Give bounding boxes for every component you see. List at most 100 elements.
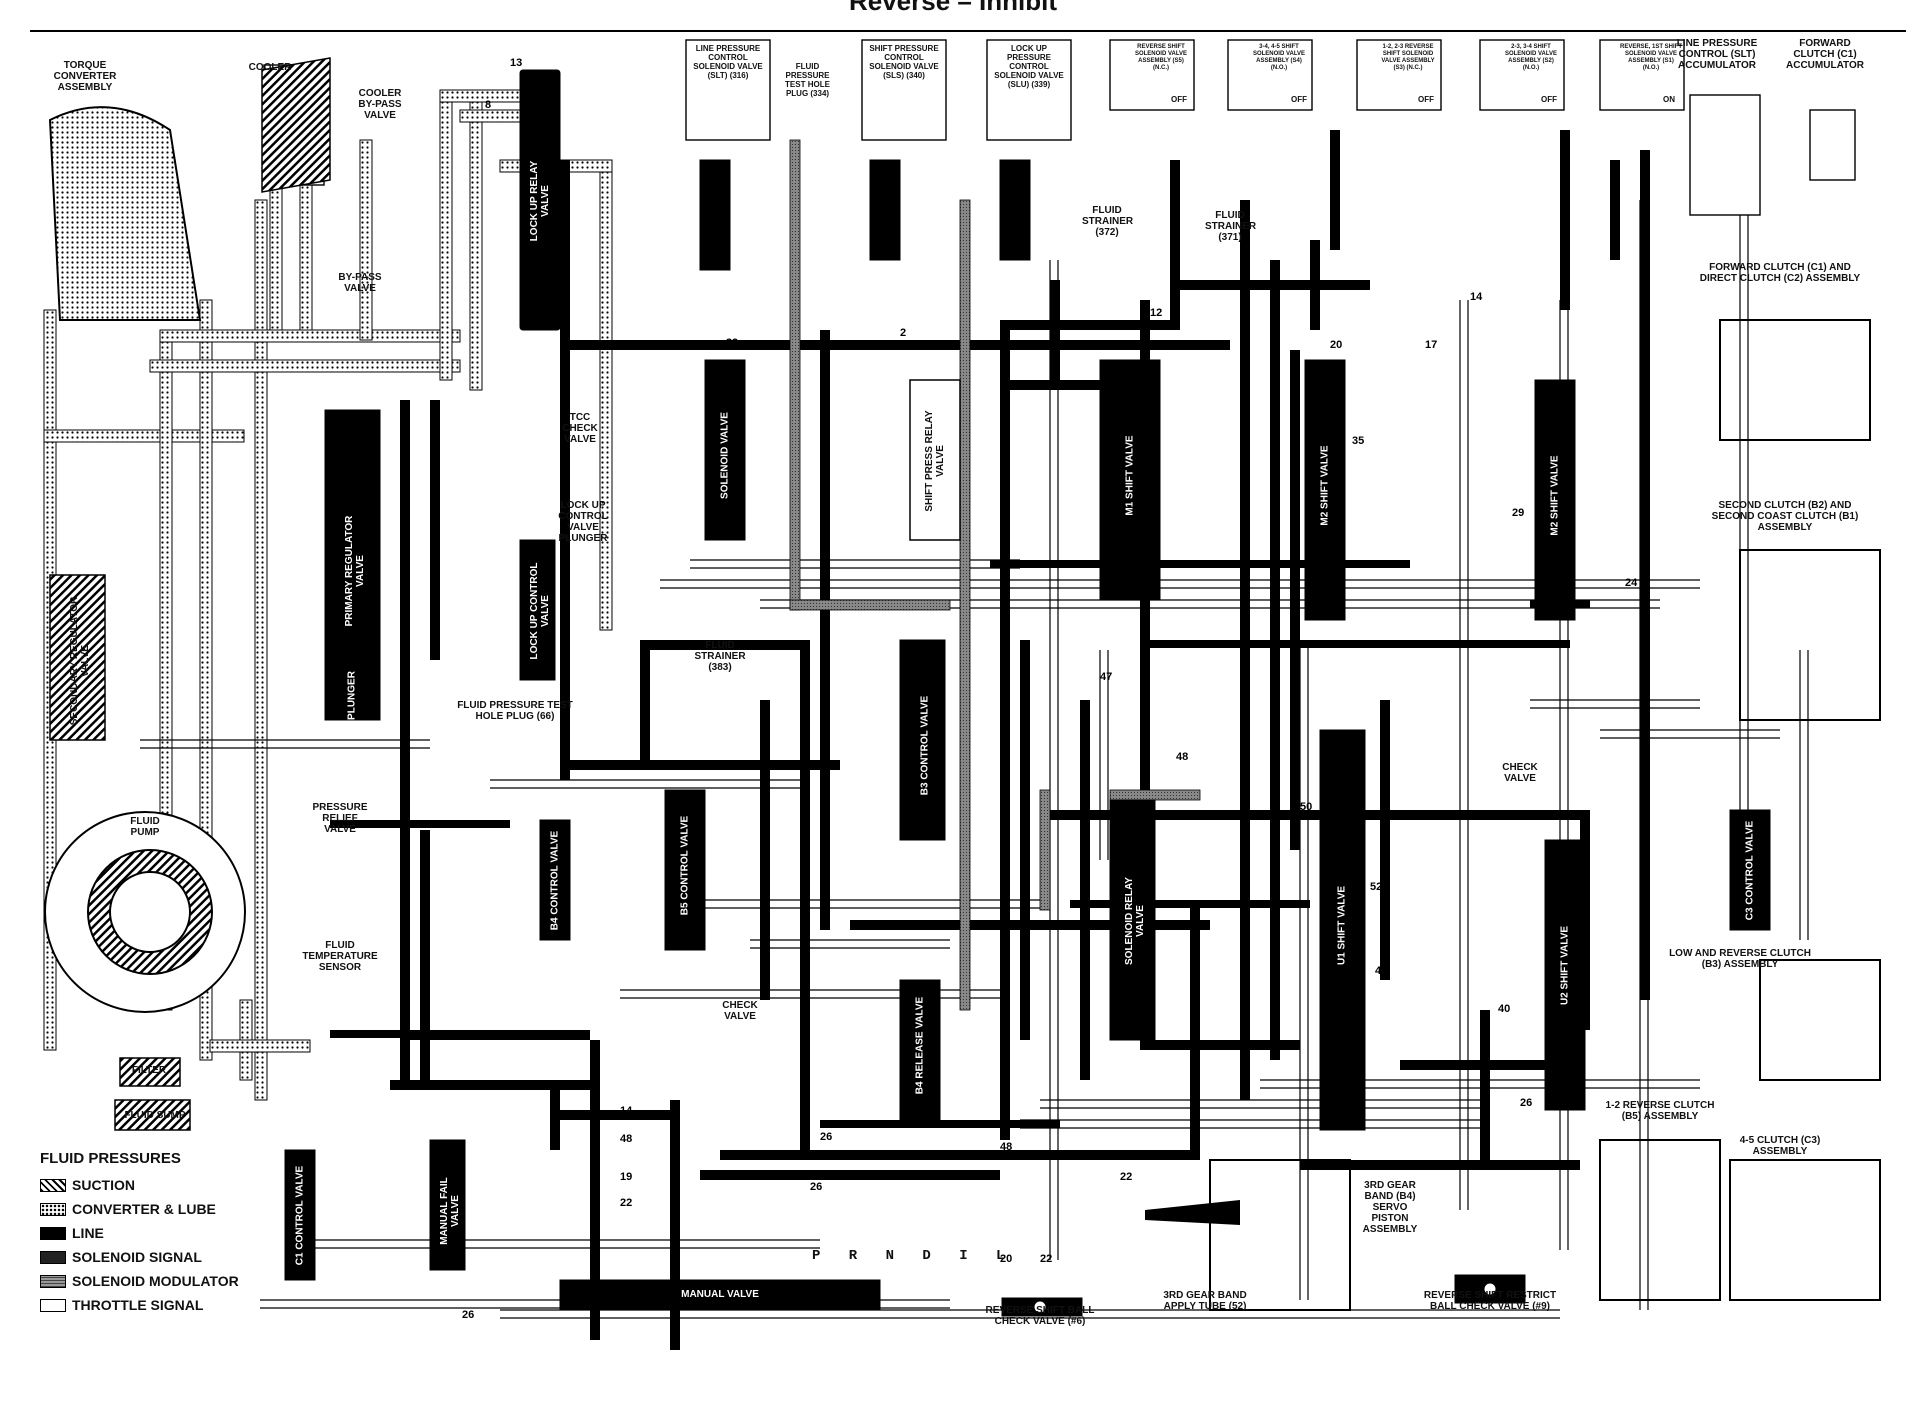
- lockup-control-label: LOCK UP CONTROL VALVE: [529, 562, 551, 660]
- suction-swatch: [40, 1178, 66, 1192]
- svg-text:26: 26: [820, 1131, 832, 1143]
- svg-text:13: 13: [510, 57, 522, 69]
- svg-text:22: 22: [520, 1081, 532, 1093]
- svg-text:22: 22: [1120, 1171, 1132, 1183]
- check-valve-label-2: CHECK VALVE: [722, 1000, 758, 1022]
- solenoid-modulator-swatch: [40, 1274, 66, 1288]
- title-rule: [30, 30, 1906, 32]
- svg-text:8: 8: [485, 99, 491, 111]
- strainer-372-label: FLUID STRAINER (372): [1082, 205, 1134, 238]
- s5-solenoid-label: REVERSE SHIFT SOLENOID VALVE ASSEMBLY (S…: [1134, 44, 1188, 71]
- s2-state: OFF: [1541, 95, 1557, 104]
- solenoid-relay-label: SOLENOID RELAY VALVE: [1124, 877, 1146, 965]
- svg-text:12: 12: [1150, 307, 1162, 319]
- test-plug-66-label: FLUID PRESSURE TEST HOLE PLUG (66): [457, 700, 573, 722]
- legend-item-solenoid-modulator: SOLENOID MODULATOR: [40, 1269, 239, 1293]
- svg-text:35: 35: [1352, 435, 1364, 447]
- torque-converter-label: TORQUE CONVERTER ASSEMBLY: [53, 60, 117, 93]
- svg-text:48: 48: [620, 1133, 632, 1145]
- m2-shift-label: M2 SHIFT VALVE: [1319, 445, 1331, 526]
- passage-numbers: 13 8 10 39 2 12 20 17 14 21 38 35 29 24 …: [462, 57, 1638, 1321]
- torque-converter: [48, 106, 202, 321]
- s3-solenoid-label: 1-2, 2-3 REVERSE SHIFT SOLENOID VALVE AS…: [1381, 44, 1435, 71]
- svg-text:47: 47: [1100, 671, 1112, 683]
- cooler-graphic: [261, 57, 331, 193]
- fluid-pressure-legend: FLUID PRESSURES SUCTION CONVERTER & LUBE…: [40, 1150, 239, 1317]
- converter-lube-swatch: [40, 1202, 66, 1216]
- ball-check-valves: [1001, 1274, 1526, 1317]
- fluid-pump-graphic: [44, 811, 246, 1013]
- svg-text:43: 43: [1375, 965, 1387, 977]
- b4-release-label: B4 RELEASE VALVE: [914, 996, 926, 1095]
- primary-regulator-label: PRIMARY REGULATOR VALVE: [344, 515, 366, 627]
- c1-c2-assembly-label: FORWARD CLUTCH (C1) AND DIRECT CLUTCH (C…: [1699, 262, 1861, 284]
- svg-text:17: 17: [1425, 339, 1437, 351]
- c3-control-label: C3 CONTROL VALVE: [1744, 820, 1756, 921]
- solenoid-modulator-passages: [789, 139, 1201, 1011]
- lockup-relay-label: LOCK UP RELAY VALVE: [529, 160, 551, 242]
- line-swatch: [40, 1226, 66, 1240]
- m1-shift-label: M1 SHIFT VALVE: [1124, 435, 1136, 516]
- clutch-assemblies: [1209, 319, 1881, 1311]
- s1-state: ON: [1663, 95, 1675, 104]
- apply-tube-label: 3RD GEAR BAND APPLY TUBE (52): [1163, 1290, 1247, 1312]
- sls-solenoid-label: SHIFT PRESSURE CONTROL SOLENOID VALVE (S…: [869, 44, 939, 80]
- cooler-bypass-label: COOLER BY-PASS VALVE: [358, 88, 402, 121]
- svg-text:13: 13: [1130, 893, 1142, 905]
- c1-control-label: C1 CONTROL VALVE: [294, 1165, 306, 1266]
- svg-text:39: 39: [726, 337, 738, 349]
- fluid-sump-label: FLUID SUMP: [124, 1110, 186, 1121]
- b3-control-label: B3 CONTROL VALVE: [919, 695, 931, 796]
- s4-solenoid-label: 3-4, 4-5 SHIFT SOLENOID VALVE ASSEMBLY (…: [1252, 44, 1306, 71]
- solenoid-signal-swatch: [40, 1250, 66, 1264]
- page-title: Reverse – Inhibit: [848, 0, 1058, 16]
- legend-item-throttle-signal: THROTTLE SIGNAL: [40, 1293, 239, 1317]
- valve-bodies: [49, 69, 1771, 1311]
- filter-sump-graphic: [114, 1057, 191, 1131]
- s1-solenoid-label: REVERSE, 1ST SHIFT SOLENOID VALVE ASSEMB…: [1620, 44, 1683, 71]
- cooler-label: COOLER: [248, 62, 292, 73]
- svg-text:10: 10: [710, 187, 722, 199]
- plunger-label: PLUNGER: [346, 671, 358, 720]
- shift-press-relay-label: SHIFT PRESS RELAY VALVE: [924, 410, 946, 512]
- svg-text:20: 20: [1000, 1253, 1012, 1265]
- b5-assembly-label: 1-2 REVERSE CLUTCH (B5) ASSEMBLY: [1605, 1100, 1715, 1122]
- svg-text:14: 14: [620, 1105, 633, 1117]
- svg-text:2: 2: [900, 327, 906, 339]
- u1-shift-label: U1 SHIFT VALVE: [1336, 885, 1348, 966]
- test-plug-334-label: FLUID PRESSURE TEST HOLE PLUG (334): [785, 62, 830, 98]
- svg-text:14: 14: [1470, 291, 1483, 303]
- solenoid-valve-label: SOLENOID VALVE: [719, 412, 731, 499]
- svg-text:22: 22: [1040, 1253, 1052, 1265]
- tcc-check-label: TCC CHECK VALVE: [562, 412, 598, 445]
- legend-heading: FLUID PRESSURES: [40, 1150, 181, 1167]
- reverse-ball-check-label: REVERSE SHIFT BALL CHECK VALVE (#6): [985, 1305, 1095, 1327]
- gear-positions: P R N D I L: [812, 1248, 1015, 1264]
- b5-control-label: B5 CONTROL VALVE: [679, 815, 691, 916]
- svg-text:38: 38: [1312, 465, 1324, 477]
- filter-label: FILTER: [131, 1065, 167, 1076]
- svg-text:26: 26: [462, 1309, 474, 1321]
- u2-shift-label: U2 SHIFT VALVE: [1559, 925, 1571, 1006]
- strainer-371-label: FLUID STRAINER (371): [1205, 210, 1257, 243]
- m2-shift-valve-label: M2 SHIFT VALVE: [1549, 455, 1561, 536]
- svg-text:40: 40: [1498, 1003, 1510, 1015]
- b4-control-label: B4 CONTROL VALVE: [549, 830, 561, 931]
- s4-state: OFF: [1291, 95, 1307, 104]
- apply-tube-graphic: [1145, 1200, 1240, 1225]
- svg-text:50: 50: [1300, 801, 1312, 813]
- temp-sensor-label: FLUID TEMPERATURE SENSOR: [302, 940, 378, 973]
- svg-text:24: 24: [1625, 577, 1638, 589]
- manual-valve-label: MANUAL VALVE: [681, 1289, 759, 1300]
- svg-text:19: 19: [620, 1171, 632, 1183]
- check-valve-label: CHECK VALVE: [1502, 762, 1538, 784]
- legend-item-solenoid-signal: SOLENOID SIGNAL: [40, 1245, 239, 1269]
- secondary-regulator-label: SECONDARY REGULATOR VALVE: [69, 596, 91, 726]
- svg-text:2: 2: [590, 1047, 596, 1059]
- throttle-signal-passages: [140, 200, 1809, 1319]
- svg-text:48: 48: [1000, 1141, 1012, 1153]
- pressure-relief-label: PRESSURE RELIEF VALVE: [312, 802, 368, 835]
- bypass-valve-label: BY-PASS VALVE: [338, 272, 382, 294]
- s3-state: OFF: [1418, 95, 1434, 104]
